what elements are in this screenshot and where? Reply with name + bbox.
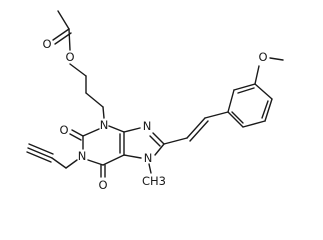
bond-chain-2 [85, 92, 104, 108]
bond-n1-ch2 [65, 159, 78, 169]
bond-acetyl-methyl [57, 10, 70, 30]
bonds [26, 10, 284, 178]
bond-acetyl-carbonyl-1 [52, 28, 70, 41]
bond-c4-n3 [108, 125, 125, 133]
bond-ar-4 [264, 98, 273, 122]
bond-triple-3 [26, 151, 52, 163]
bond-vinyl-aryl [204, 111, 229, 119]
bond-n7-c5 [123, 154, 142, 159]
atom-n3: N [100, 118, 109, 132]
atom-n9: N [143, 119, 152, 133]
bond-c8-n7 [154, 143, 165, 156]
bond-ar-inner-1 [237, 87, 255, 94]
bond-ar-1 [227, 89, 235, 113]
bond-n1-c6 [87, 159, 104, 166]
bond-ar-5 [242, 120, 266, 128]
bond-n9-c8-2 [149, 135, 161, 147]
atom-o-ester-carbonyl: O [42, 37, 51, 51]
bond-c4-n9 [123, 127, 141, 133]
atom-o2: O [59, 123, 68, 137]
bond-triple-2 [28, 143, 54, 155]
bond-acetyl-ester-o [68, 28, 71, 51]
bond-n7-methyl [148, 163, 152, 174]
bond-triple-1 [27, 147, 53, 159]
atom-n1: N [78, 149, 87, 163]
bond-ar-inner-3 [231, 111, 244, 124]
bond-c8-vinyl [163, 137, 188, 145]
atom-o-methoxy: O [258, 50, 267, 64]
bond-chain-to-n3 [102, 106, 105, 119]
atom-labels: O O N O N N N O CH3 O [42, 37, 267, 192]
bond-c2-o2-1 [71, 129, 84, 137]
bond-methoxy-o-ch3 [269, 57, 284, 61]
atom-o6: O [98, 178, 107, 192]
bond-ar-3 [254, 83, 273, 100]
bond-ar-methoxy-o [254, 65, 260, 85]
bond-vinyl-double-1 [186, 117, 206, 139]
bond-n3-c2 [82, 128, 100, 137]
bond-acetyl-carbonyl-2 [54, 32, 72, 45]
bond-vinyl-double-2 [189, 120, 209, 142]
bond-ester-o-ch2 [69, 63, 87, 77]
bond-ar-6 [227, 111, 244, 128]
atom-methyl-n7: CH3 [142, 174, 166, 188]
chemical-structure: O O N O N N N O CH3 O [26, 10, 284, 192]
bond-ar-2 [233, 83, 256, 91]
atom-n7: N [144, 151, 153, 165]
bond-n9-c8-1 [152, 132, 165, 145]
bond-c6-c5 [102, 154, 125, 166]
bond-ar-inner-2 [261, 100, 269, 119]
bond-c2-o2-2 [69, 133, 82, 141]
atom-o-ester: O [65, 50, 74, 64]
bond-ch2-c-alkyne [51, 157, 67, 169]
